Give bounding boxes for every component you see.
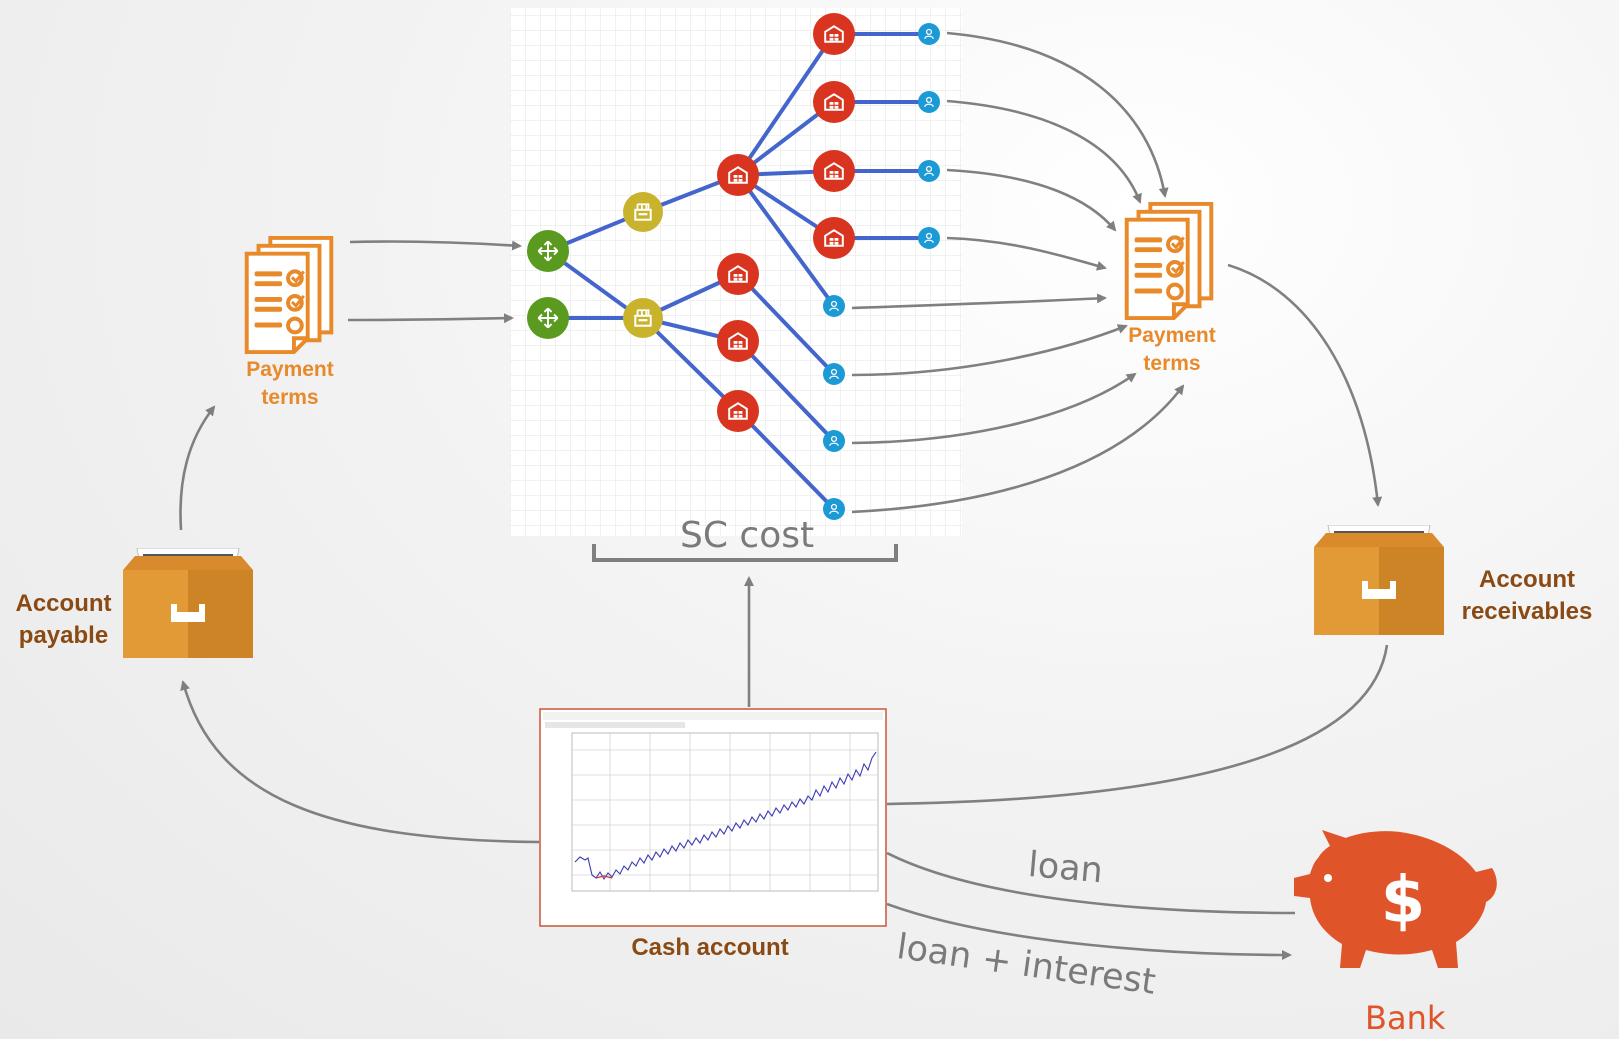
customer-node: [823, 498, 845, 520]
piggy-bank-dollar-icon: $: [1294, 830, 1497, 968]
warehouse-node: [717, 390, 759, 432]
loan-label: loan: [1026, 845, 1105, 892]
cash-account-label: Cash account: [631, 934, 789, 961]
bank-label: Bank: [1365, 999, 1446, 1037]
payment-terms-right-label: Payment terms: [1128, 324, 1216, 376]
warehouse-node: [813, 81, 855, 123]
payment-terms-right-icon: [1124, 202, 1214, 320]
warehouse-node: [717, 320, 759, 362]
factory-node: [623, 298, 663, 338]
account-receivables-label: Account receivables: [1461, 566, 1593, 626]
customer-node: [823, 363, 845, 385]
customer-node: [918, 23, 940, 45]
account-receivables-icon: [1314, 525, 1444, 635]
customer-node: [918, 227, 940, 249]
flow-arrows: [179, 31, 1389, 960]
warehouse-node: [717, 253, 759, 295]
customer-node: [918, 91, 940, 113]
warehouse-node: [717, 154, 759, 196]
payment-terms-left-icon: [244, 236, 334, 354]
supplier-node: [527, 230, 569, 272]
svg-text:$: $: [1381, 864, 1426, 938]
warehouse-node: [813, 217, 855, 259]
customer-node: [823, 430, 845, 452]
cash-account-chart-thumbnail: [539, 708, 887, 927]
warehouse-node: [813, 13, 855, 55]
sc-cost-label: SC cost: [680, 515, 815, 556]
supplier-node: [527, 297, 569, 339]
customer-node: [918, 160, 940, 182]
customer-node: [823, 295, 845, 317]
sc-cost-bracket: [592, 544, 898, 562]
factory-node: [623, 192, 663, 232]
warehouse-node: [813, 150, 855, 192]
payment-terms-left-label: Payment terms: [246, 358, 334, 410]
account-payable-icon: [123, 548, 253, 658]
account-payable-label: Account payable: [15, 590, 112, 650]
